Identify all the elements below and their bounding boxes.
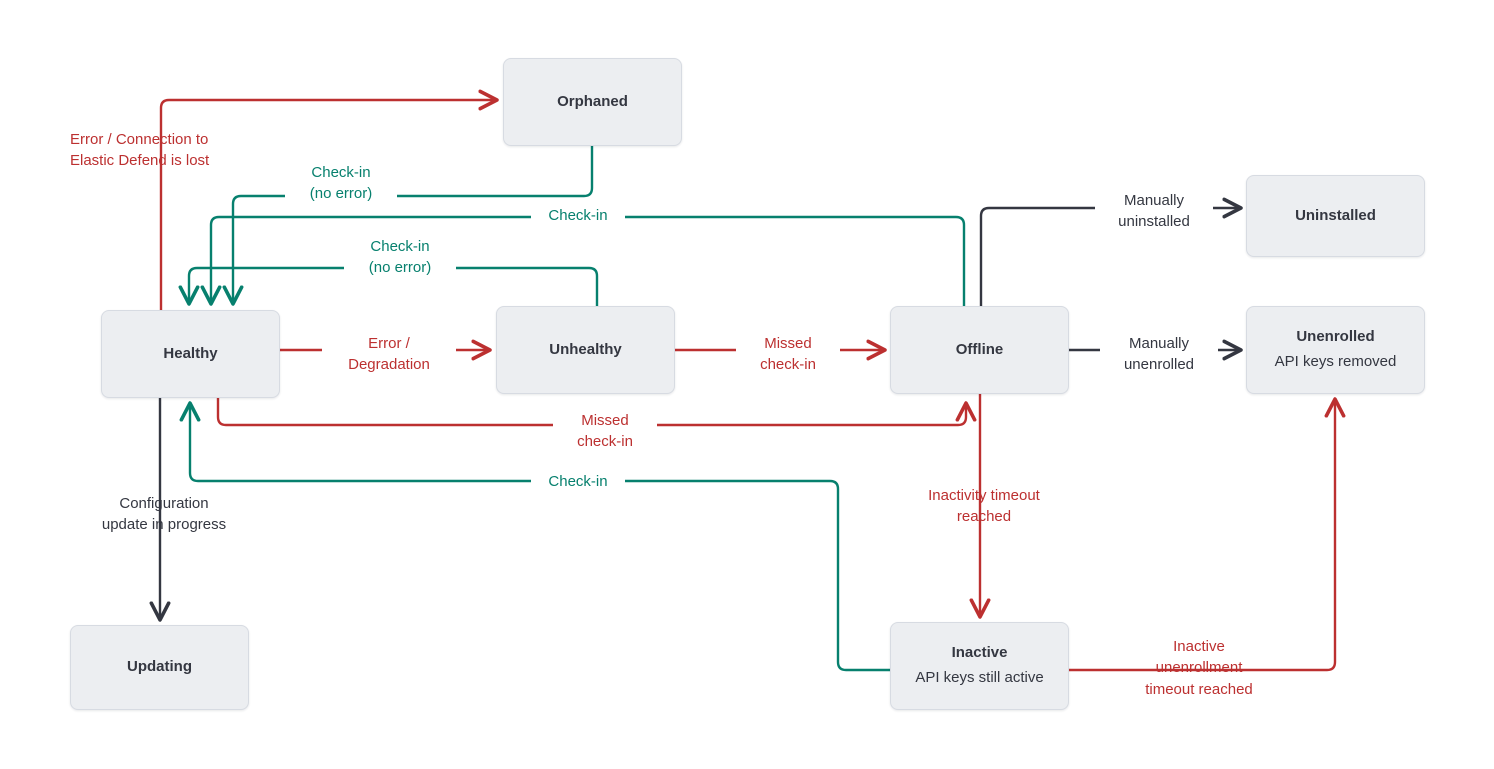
edge-inactive-to-unenrolled xyxy=(1069,400,1335,672)
edge-label-inactive-to-unenrolled: Inactive unenrollment timeout reached xyxy=(1145,638,1253,698)
node-uninstalled[interactable]: Uninstalled xyxy=(1246,175,1425,257)
edge-inactive-to-healthy xyxy=(190,404,890,672)
node-offline-title: Offline xyxy=(955,340,1004,358)
edge-offline-to-uninstalled xyxy=(979,208,1240,310)
node-inactive[interactable]: Inactive API keys still active xyxy=(890,622,1069,710)
node-orphaned[interactable]: Orphaned xyxy=(503,58,682,146)
edge-orphaned-to-healthy xyxy=(233,146,594,303)
edge-label-healthy-to-updating: Configuration update in progress xyxy=(101,495,227,534)
edge-label-orphaned-to-healthy: Check-in (no error) xyxy=(285,162,397,205)
node-healthy-title: Healthy xyxy=(163,344,218,362)
node-inactive-title: Inactive xyxy=(951,644,1008,662)
node-inactive-subtitle: API keys still active xyxy=(915,669,1044,687)
node-healthy[interactable]: Healthy xyxy=(101,310,280,398)
edge-label-offline-to-uninstalled: Manually uninstalled xyxy=(1095,190,1213,233)
edge-label-offline-to-inactive: Inactivity timeout reached xyxy=(928,487,1040,526)
node-offline[interactable]: Offline xyxy=(890,306,1069,394)
node-uninstalled-title: Uninstalled xyxy=(1295,206,1376,224)
edge-label-inactive-to-healthy: Check-in xyxy=(531,471,625,493)
node-unhealthy[interactable]: Unhealthy xyxy=(496,306,675,394)
node-unenrolled[interactable]: Unenrolled API keys removed xyxy=(1246,306,1425,394)
node-updating-title: Updating xyxy=(127,658,192,676)
node-orphaned-title: Orphaned xyxy=(557,92,628,110)
edge-offline-to-healthy xyxy=(211,215,966,310)
edge-label-unhealthy-to-healthy: Check-in (no error) xyxy=(344,236,456,279)
edge-label-offline-to-healthy: Check-in xyxy=(531,205,625,227)
edge-label-healthy-to-offline: Missed check-in xyxy=(553,410,657,453)
edge-label-healthy-to-unhealthy: Error / Degradation xyxy=(322,333,456,376)
node-unhealthy-title: Unhealthy xyxy=(549,340,622,358)
edge-healthy-to-orphaned xyxy=(159,100,496,310)
edge-label-offline-to-unenrolled: Manually unenrolled xyxy=(1100,333,1218,376)
node-unenrolled-title: Unenrolled xyxy=(1296,328,1375,346)
edge-label-healthy-to-orphaned: Error / Connection to Elastic Defend is … xyxy=(70,131,210,170)
edge-label-unhealthy-to-offline: Missed check-in xyxy=(736,333,840,376)
node-unenrolled-subtitle: API keys removed xyxy=(1274,353,1397,371)
node-updating[interactable]: Updating xyxy=(70,625,249,710)
